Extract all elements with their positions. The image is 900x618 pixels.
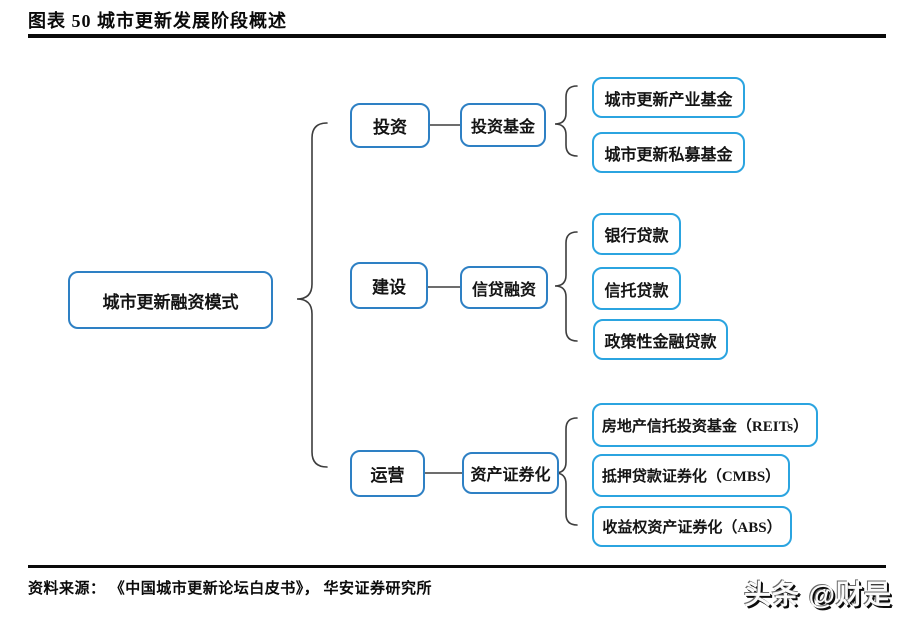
node-stage-invest: 投资	[350, 103, 430, 148]
brace-build	[554, 231, 578, 342]
node-leaf-reits: 房地产信托投资基金（REITs）	[592, 403, 818, 447]
node-leaf-trust-loan: 信托贷款	[592, 267, 681, 310]
node-leaf-private-fund: 城市更新私募基金	[592, 132, 745, 173]
root-brace	[296, 122, 328, 468]
node-leaf-bank-loan: 银行贷款	[592, 213, 681, 255]
footer-divider	[28, 565, 886, 568]
node-stage-operate: 运营	[350, 450, 425, 497]
node-leaf-policy-loan: 政策性金融贷款	[593, 319, 728, 360]
node-stage-build: 建设	[350, 262, 428, 309]
source-note: 资料来源： 《中国城市更新论坛白皮书》， 华安证券研究所	[28, 581, 433, 597]
title-divider	[28, 34, 886, 38]
node-leaf-industry-fund: 城市更新产业基金	[592, 77, 745, 118]
figure-title: 图表 50 城市更新发展阶段概述	[28, 11, 287, 31]
node-channel-asset-securitization: 资产证券化	[462, 452, 559, 494]
node-leaf-abs: 收益权资产证券化（ABS）	[592, 506, 792, 547]
watermark-toutiao: 头条 @财是	[744, 580, 892, 610]
brace-invest	[554, 85, 578, 157]
node-root-financing-model: 城市更新融资模式	[68, 271, 273, 329]
node-channel-investment-fund: 投资基金	[460, 103, 546, 147]
node-leaf-cmbs: 抵押贷款证券化（CMBS）	[592, 454, 790, 497]
node-channel-credit-financing: 信贷融资	[460, 266, 548, 309]
